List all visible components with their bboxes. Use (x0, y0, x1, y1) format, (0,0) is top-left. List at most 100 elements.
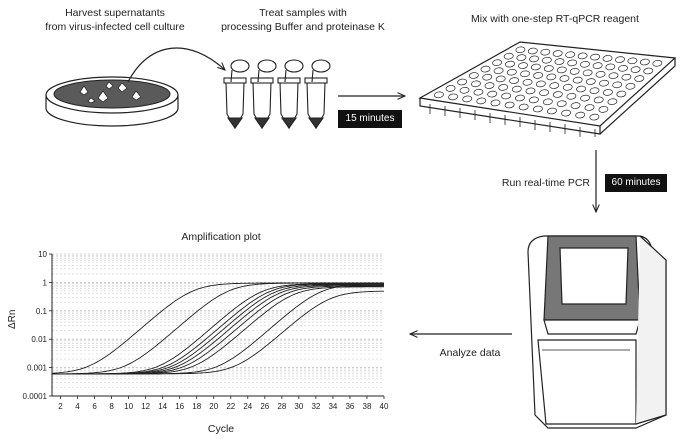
plate-well (533, 72, 544, 79)
plate-well (493, 67, 504, 74)
plate-well (605, 63, 616, 71)
mix-label-line1: Mix with one-step RT-qPCR reagent (471, 13, 639, 25)
x-tick-label: 36 (345, 402, 354, 411)
plate-well (577, 52, 588, 60)
plate-well (518, 103, 529, 111)
amplification-curve (52, 286, 384, 375)
plate-well (625, 83, 636, 90)
plate-well (612, 81, 623, 89)
plate-well (593, 96, 604, 104)
plate-well (569, 68, 580, 75)
plate-well (504, 101, 515, 109)
plate-well (565, 51, 576, 58)
plate-well (482, 73, 493, 81)
plate-well (542, 98, 553, 106)
x-tick-label: 18 (192, 402, 201, 411)
plate-well (607, 98, 618, 105)
mix-step-label: Mix with one-step RT-qPCR reagent (440, 12, 670, 26)
x-tick-label: 2 (58, 402, 63, 411)
plate-well (532, 105, 543, 113)
plate-well (516, 54, 527, 61)
plate-well (495, 75, 506, 83)
plate-well (546, 73, 557, 81)
plate-well (525, 87, 536, 95)
plate-well (584, 104, 595, 111)
plate-well (652, 60, 663, 67)
plate-well (582, 69, 593, 77)
x-tick-label: 28 (277, 402, 286, 411)
plate-well (540, 48, 551, 56)
plate-well (539, 89, 550, 96)
plate-well (506, 68, 517, 76)
plate-well (615, 56, 625, 63)
qpcr-instrument-icon (527, 235, 667, 429)
plate-well (498, 84, 509, 91)
x-tick-label: 6 (92, 402, 97, 411)
plate-well (598, 106, 609, 113)
plate-well (448, 93, 459, 101)
plate-well (527, 47, 538, 55)
plate-well (590, 53, 601, 61)
plate-well (589, 113, 600, 121)
plate-well (572, 76, 583, 84)
x-axis-label: Cycle (208, 423, 234, 435)
plate-well (445, 85, 456, 92)
plate-well (554, 58, 565, 65)
harvest-label-line1: Harvest supernatants (65, 7, 165, 19)
treat-step-label: Treat samples with processing Buffer and… (208, 6, 398, 34)
plate-well (518, 62, 528, 69)
plate-well (599, 79, 609, 87)
x-tick-label: 16 (175, 402, 184, 411)
amplification-curve (52, 284, 384, 375)
plate-well (643, 67, 654, 75)
plate-well (476, 97, 487, 105)
plate-well (556, 66, 567, 74)
plate-well (529, 55, 540, 63)
plate-well (566, 93, 577, 100)
sample-tubes-icon (223, 59, 331, 130)
plate-well (589, 87, 600, 94)
plate-well (559, 75, 570, 82)
y-axis-label: ΔRn (7, 310, 18, 329)
plate-well (608, 72, 619, 79)
x-tick-label: 14 (158, 402, 167, 411)
plate-well (505, 60, 515, 68)
plate-well (567, 59, 578, 67)
arrow-dish-to-tubes (127, 47, 225, 83)
x-tick-label: 30 (294, 402, 303, 411)
plate-well (457, 78, 468, 86)
x-tick-label: 4 (75, 402, 80, 411)
plate-well (541, 56, 552, 64)
y-tick-label: 10 (38, 250, 47, 259)
x-tick-label: 24 (243, 402, 252, 411)
y-tick-label: 0.001 (27, 364, 48, 373)
harvest-label-line2: from virus-infected cell culture (45, 21, 185, 33)
plate-well (501, 92, 512, 100)
plate-well (630, 66, 641, 73)
amplification-curve (52, 282, 384, 375)
plate-well (522, 79, 533, 86)
plate-well (509, 77, 520, 84)
plate-well (552, 91, 563, 98)
x-tick-label: 22 (226, 402, 235, 411)
plate-well (585, 78, 596, 85)
plate-well (556, 100, 567, 107)
plate-well (520, 70, 530, 78)
amplification-curve (52, 290, 384, 375)
x-tick-label: 8 (109, 402, 114, 411)
x-tick-label: 34 (328, 402, 337, 411)
chart-title: Amplification plot (181, 231, 260, 243)
amplification-curve (52, 285, 384, 375)
plate-well (602, 55, 613, 62)
run-step-label: Run real-time PCR (501, 177, 590, 189)
plate-well (503, 52, 514, 60)
x-tick-label: 40 (380, 402, 389, 411)
plate-well (433, 91, 444, 99)
plate-well (473, 88, 484, 96)
x-tick-label: 26 (260, 402, 269, 411)
plate-well (487, 90, 498, 98)
plate-well (515, 46, 526, 54)
plate-well (634, 75, 645, 82)
